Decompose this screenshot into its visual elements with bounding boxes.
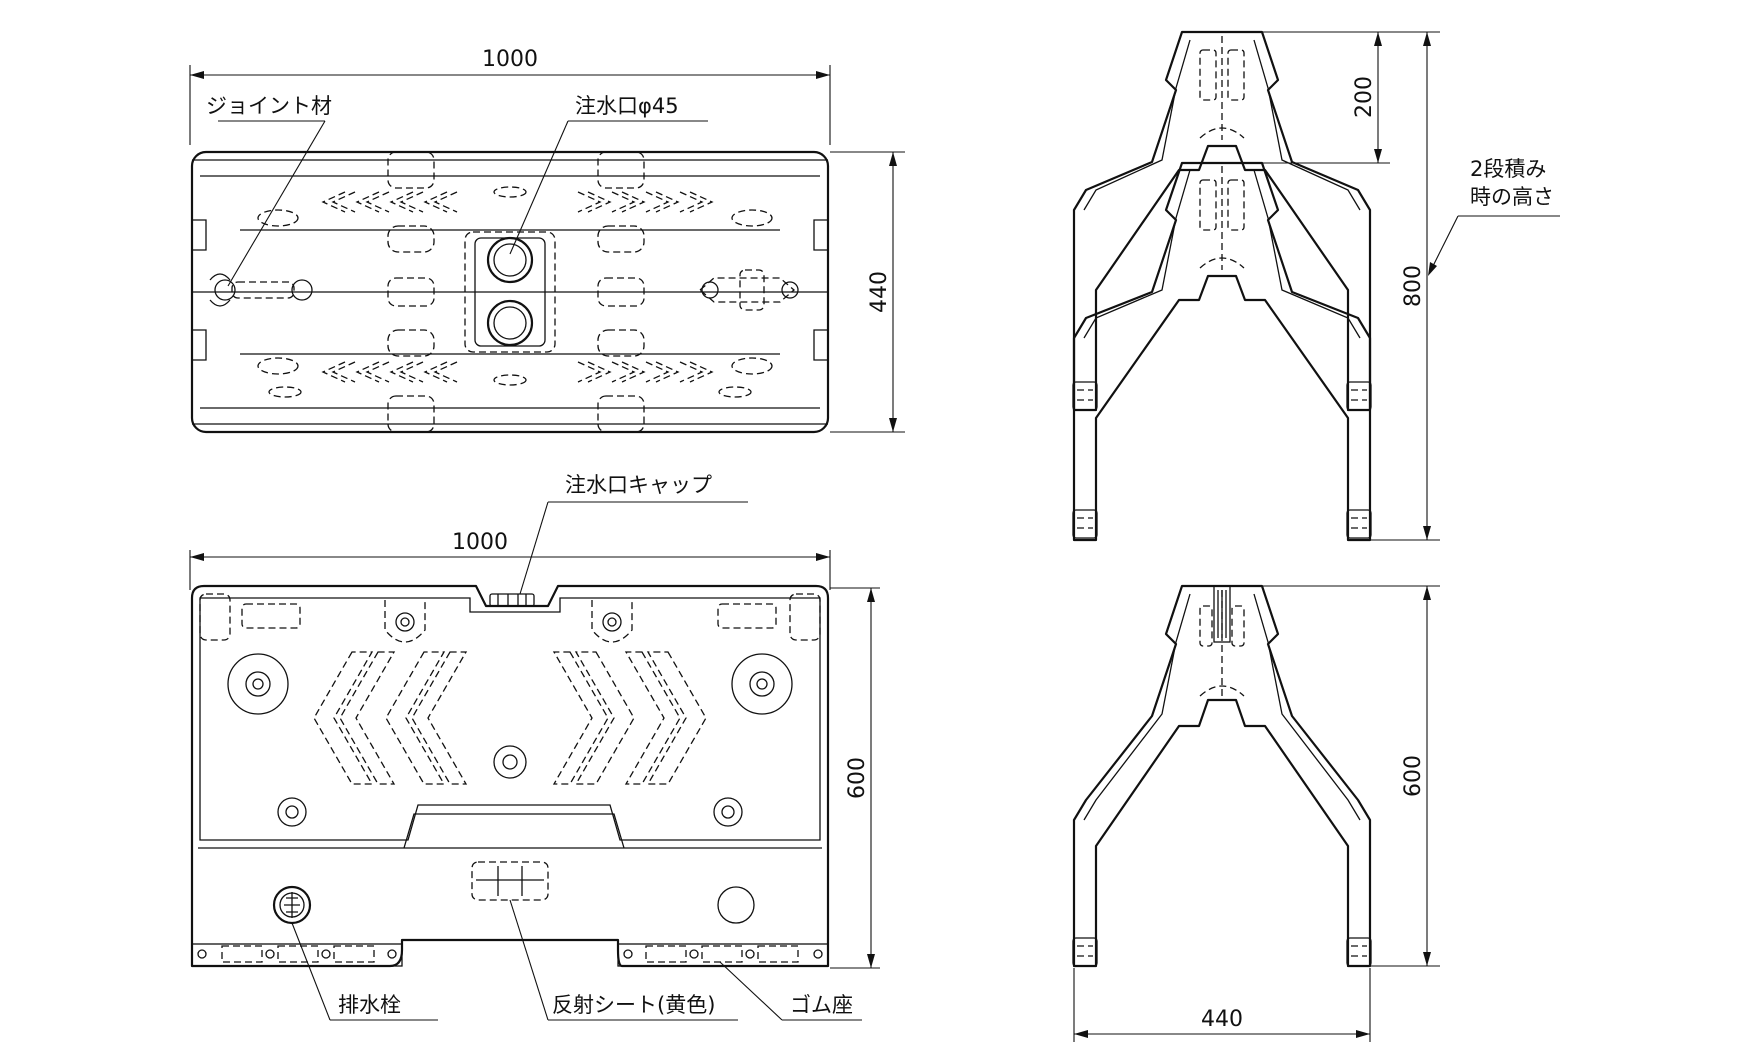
- stack-height-value: 800: [1401, 265, 1426, 307]
- stack-height-dimension: 800: [1262, 31, 1440, 541]
- label-drain: 排水栓: [338, 993, 401, 1017]
- inlet-cap-icon: [489, 593, 535, 607]
- side-view-single: 600 440: [1072, 584, 1440, 1042]
- boss-right-upper: [591, 600, 633, 643]
- stacked-upper-unit: [1072, 30, 1372, 412]
- front-height-dimension: 600: [830, 587, 880, 969]
- label-joint: ジョイント材: [206, 94, 332, 118]
- stacked-lower-unit: [1072, 161, 1372, 542]
- stack-offset-dimension: 200: [1262, 31, 1390, 164]
- chevron-left-a: [313, 651, 396, 785]
- stack-offset-value: 200: [1352, 76, 1377, 118]
- label-inlet: 注水口φ45: [575, 94, 679, 118]
- rubber-seats-right: [617, 943, 829, 967]
- joint-left: [209, 273, 313, 307]
- top-view: 1000 440: [189, 47, 905, 434]
- front-body-outline: [190, 584, 830, 968]
- front-width-dimension: 1000: [189, 530, 831, 590]
- rubber-seats-left: [191, 943, 403, 967]
- single-width-value: 440: [1201, 1007, 1243, 1032]
- label-rubber: ゴム座: [790, 993, 853, 1017]
- water-inlet-upper-icon: [486, 236, 534, 284]
- side-view-stacked: 200 800 2段積み 時の高さ: [1072, 30, 1560, 542]
- top-width-dimension: 1000: [189, 47, 831, 145]
- top-width-value: 1000: [482, 47, 538, 72]
- chevron-right-b: [552, 651, 635, 785]
- single-unit-outline: [1072, 584, 1372, 968]
- joint-right: [699, 269, 799, 311]
- single-width-dimension: 440: [1073, 968, 1371, 1042]
- stack-note-line2: 時の高さ: [1470, 185, 1554, 209]
- front-view: 1000 600: [189, 473, 880, 1021]
- top-depth-value: 440: [867, 271, 892, 313]
- stack-note-line1: 2段積み: [1470, 157, 1546, 181]
- front-height-value: 600: [845, 757, 870, 799]
- top-depth-dimension: 440: [830, 151, 905, 433]
- chevron-left-b: [385, 651, 468, 785]
- chevron-right-a: [624, 651, 707, 785]
- reflective-sheet: [471, 861, 549, 901]
- front-width-value: 1000: [452, 530, 508, 555]
- boss-left-upper: [384, 600, 426, 643]
- drain-plug-icon: [272, 885, 312, 925]
- single-height-value: 600: [1401, 755, 1426, 797]
- water-inlet-lower-icon: [486, 299, 534, 347]
- single-height-dimension: 600: [1262, 585, 1440, 967]
- inlet-frame: [464, 231, 556, 353]
- label-reflective: 反射シート(黄色): [552, 993, 715, 1017]
- label-cap: 注水口キャップ: [565, 473, 712, 497]
